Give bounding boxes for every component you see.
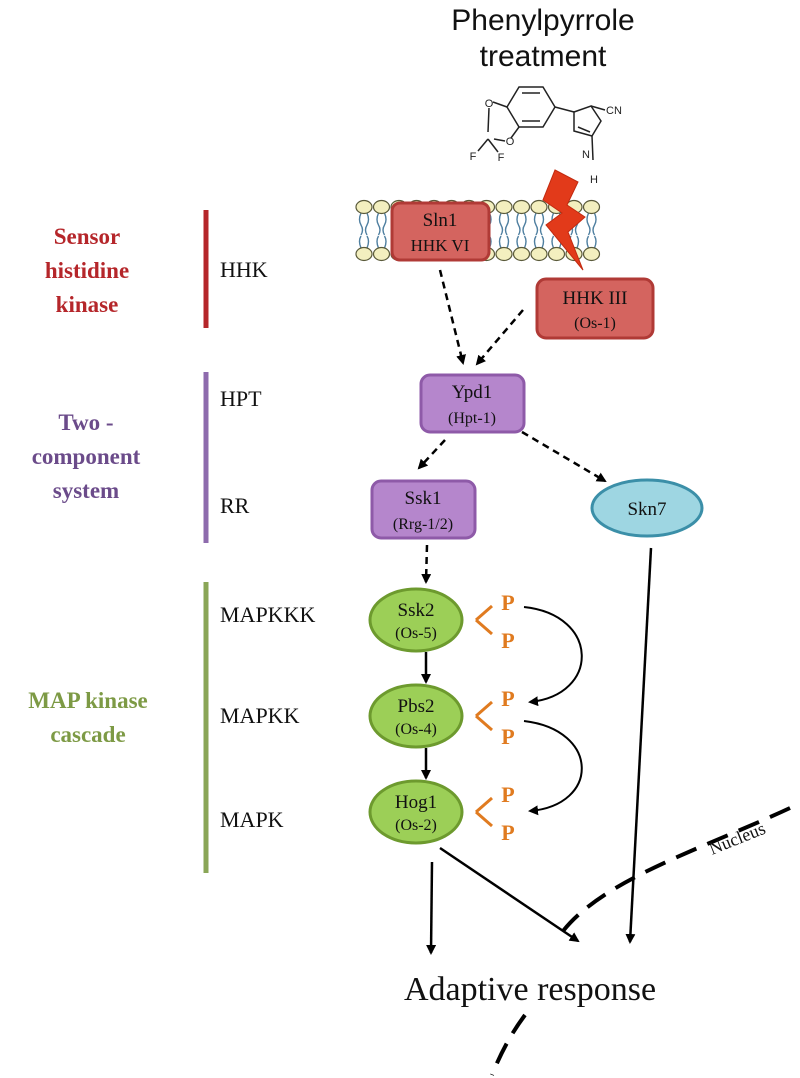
phospho-pbs2-p2: P xyxy=(501,724,514,749)
phospho-pbs2-p1: P xyxy=(501,686,514,711)
ssk2-sub: (Os-5) xyxy=(395,625,437,642)
phospho-ssk2 xyxy=(475,604,493,636)
pbs2-node xyxy=(368,683,464,749)
lipid-head xyxy=(355,246,373,262)
level-mapkkk: MAPKKK xyxy=(220,602,315,627)
molecule-label-cn: CN xyxy=(606,105,622,117)
level-mapk: MAPK xyxy=(220,807,284,832)
level-mapkk: MAPKK xyxy=(220,703,300,728)
lightning-bolt-icon xyxy=(542,169,586,271)
level-rr: RR xyxy=(220,493,250,518)
molecule-label-h: H xyxy=(590,174,598,186)
sln1-name: Sln1 xyxy=(423,210,458,231)
lipid-head xyxy=(512,246,531,262)
phospho-hog1 xyxy=(475,796,493,828)
lipid-tails xyxy=(533,212,545,249)
arrow-hog1-to-response xyxy=(426,861,437,955)
map-kinase-label-line1: MAP kinase xyxy=(28,688,147,713)
ssk1-name: Ssk1 xyxy=(405,488,442,509)
lipid-head xyxy=(372,246,391,262)
molecule-label-f2: F xyxy=(498,152,505,164)
nucleus-label: Nucleus xyxy=(706,818,768,859)
ypd1-sub: (Hpt-1) xyxy=(448,410,496,427)
two-component-label-line3: system xyxy=(53,478,119,503)
lipid-tails xyxy=(376,212,387,249)
hhk3-name: HHK III xyxy=(563,288,628,309)
lipid-head xyxy=(495,199,513,215)
lipid-tails xyxy=(498,212,510,249)
phospho-hog1-p1: P xyxy=(501,782,514,807)
pbs2-sub: (Os-4) xyxy=(395,721,437,738)
sensor-label-line1: Sensor xyxy=(54,224,120,249)
adaptive-response-label: Adaptive response xyxy=(404,971,656,1008)
molecule-label-f1: F xyxy=(470,151,477,163)
nucleus-boundary-lower xyxy=(490,1013,527,1076)
sensor-label-line3: kinase xyxy=(56,292,119,317)
phospho-transfer-arrow-2 xyxy=(523,720,583,816)
lipid-head xyxy=(582,199,601,215)
molecule-label-n: N xyxy=(582,149,590,161)
lipid-tails xyxy=(586,212,597,249)
hhk3-box xyxy=(535,277,655,340)
level-hpt: HPT xyxy=(220,386,262,411)
lipid-head xyxy=(530,199,548,215)
molecule-label-o1: O xyxy=(485,98,494,110)
hog1-name: Hog1 xyxy=(395,792,437,813)
lipid-head xyxy=(582,246,601,262)
two-component-label-line1: Two - xyxy=(58,410,113,435)
ypd1-box xyxy=(419,373,526,434)
phenylpyrrole-molecule xyxy=(477,86,606,161)
hog1-sub: (Os-2) xyxy=(395,817,437,834)
arrow-hhk3-to-ypd1 xyxy=(475,309,524,366)
arrow-skn7-to-response xyxy=(625,547,653,944)
arrow-ypd1-to-skn7 xyxy=(521,430,607,483)
ssk2-node xyxy=(368,587,464,653)
arrow-hog1-to-nucleus xyxy=(439,846,580,943)
ssk1-box xyxy=(370,479,477,540)
lipid-head xyxy=(372,199,391,215)
lipid-head xyxy=(355,199,373,215)
pbs2-name: Pbs2 xyxy=(398,696,435,717)
molecule-label-o2: O xyxy=(506,136,515,148)
skn7-node xyxy=(590,478,704,538)
phospho-ssk2-p2: P xyxy=(501,628,514,653)
phospho-transfer-arrow-1 xyxy=(523,606,583,707)
lipid-tails xyxy=(516,212,527,249)
lipid-tails xyxy=(358,212,370,249)
phospho-ssk2-p1: P xyxy=(501,590,514,615)
lipid-head xyxy=(530,246,548,262)
treatment-title-line1: Phenylpyrrole xyxy=(451,4,634,37)
phospho-hog1-p2: P xyxy=(501,820,514,845)
level-hhk: HHK xyxy=(220,257,268,282)
arrow-ssk1-to-ssk2 xyxy=(421,544,432,584)
lipid-head xyxy=(547,246,566,262)
nucleus-boundary xyxy=(558,806,791,937)
ypd1-name: Ypd1 xyxy=(452,382,492,403)
arrow-sln1-to-ypd1 xyxy=(438,269,466,365)
ssk2-name: Ssk2 xyxy=(398,600,435,621)
sln1-box xyxy=(390,201,491,262)
two-component-label-line2: component xyxy=(32,444,141,469)
phospho-pbs2 xyxy=(475,700,493,732)
hhk3-sub: (Os-1) xyxy=(574,315,616,332)
arrow-ypd1-to-ssk1 xyxy=(417,439,446,470)
treatment-title-line2: treatment xyxy=(480,40,607,73)
sln1-sub: HHK VI xyxy=(411,236,470,255)
hog1-node xyxy=(368,779,464,845)
map-kinase-label-line2: cascade xyxy=(50,722,125,747)
ssk1-sub: (Rrg-1/2) xyxy=(393,516,453,533)
lipid-head xyxy=(512,199,531,215)
skn7-name: Skn7 xyxy=(627,499,666,520)
sensor-label-line2: histidine xyxy=(45,258,129,283)
lipid-head xyxy=(495,246,513,262)
